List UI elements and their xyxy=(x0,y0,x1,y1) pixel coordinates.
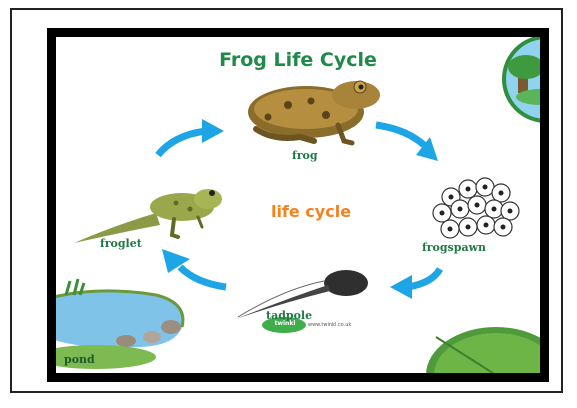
life-cycle-poster: Frog Life Cycle life cycle frog frogspaw… xyxy=(47,28,549,382)
brand-logo-text: twinkl xyxy=(268,320,302,327)
arrow-frog-to-frogspawn xyxy=(376,125,438,161)
froglet-illustration xyxy=(74,189,222,243)
label-pond: pond xyxy=(64,353,95,366)
frog-illustration xyxy=(248,81,380,143)
arrow-tadpole-to-froglet xyxy=(162,249,226,287)
brand-url: www.twinkl.co.uk xyxy=(308,322,351,328)
lily-pad-illustration xyxy=(426,327,540,373)
frogspawn-illustration xyxy=(433,178,519,238)
arrow-frogspawn-to-tadpole xyxy=(390,269,440,299)
poster-title: Frog Life Cycle xyxy=(56,49,540,71)
label-frogspawn: frogspawn xyxy=(422,241,486,254)
label-froglet: froglet xyxy=(100,237,142,250)
arrow-froglet-to-frog xyxy=(158,119,224,155)
center-label: life cycle xyxy=(236,202,386,221)
label-frog: frog xyxy=(292,149,318,162)
